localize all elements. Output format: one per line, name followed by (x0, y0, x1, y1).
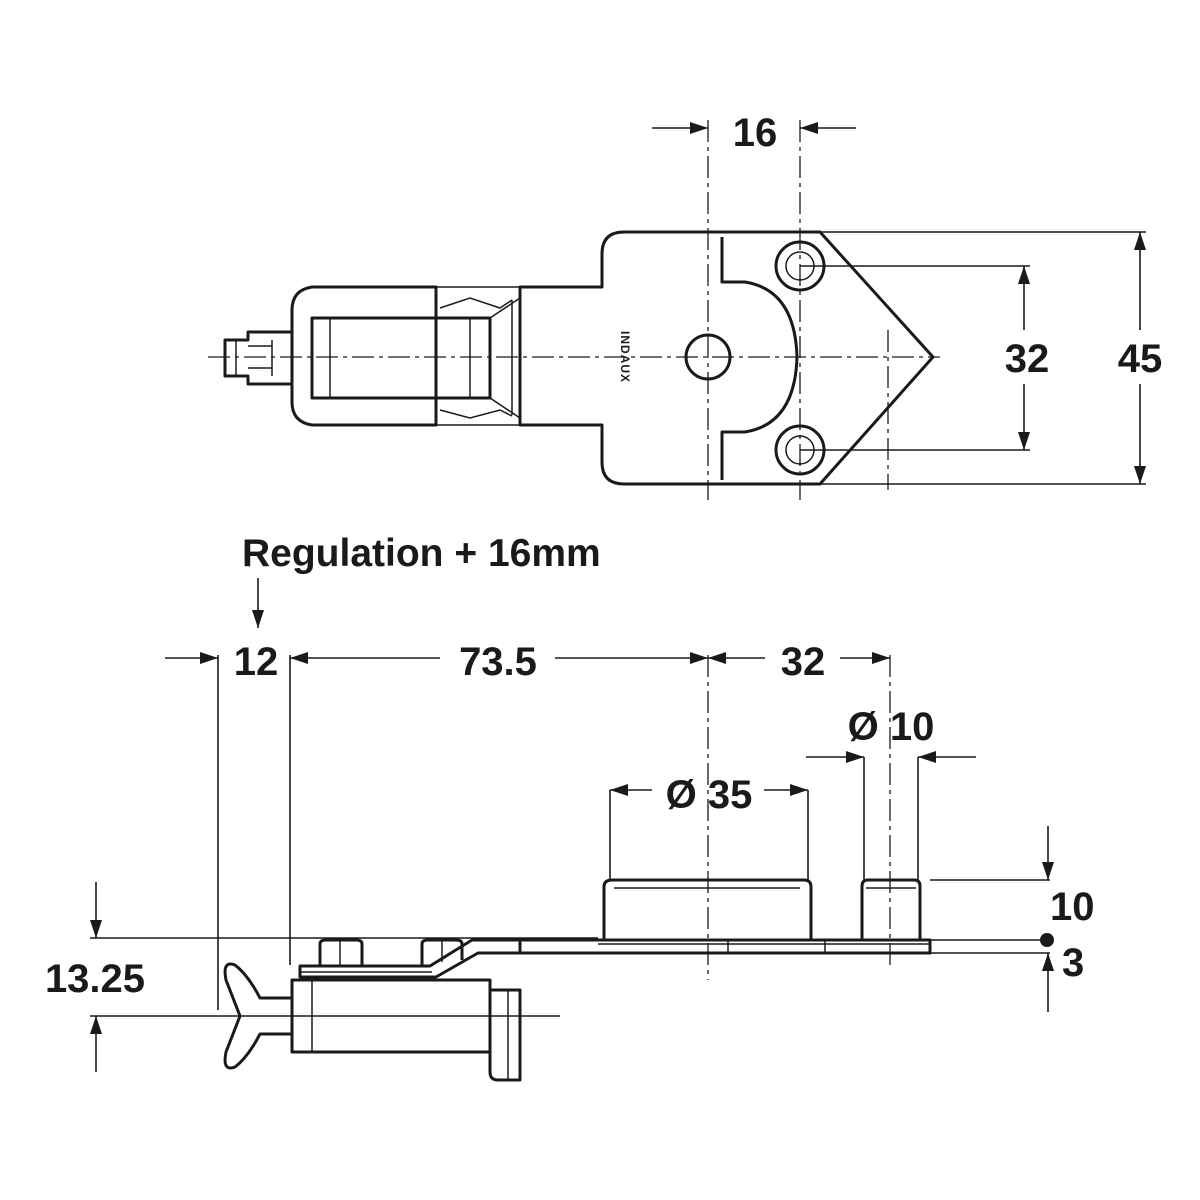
dim-32-top-label: 32 (1005, 337, 1050, 381)
dim-73-5-label: 73.5 (459, 640, 537, 684)
regulation-note: Regulation + 16mm (242, 532, 601, 575)
dim-13-25: 13.25 (45, 882, 145, 1072)
dim-45: 45 (820, 231, 1163, 485)
top-view: INDAUX 16 32 45 (208, 111, 1162, 500)
dim-32-top: 32 (800, 265, 1050, 451)
side-view: Regulation + 16mm 12 73.5 32 (45, 532, 1095, 1082)
reference-dot (1040, 933, 1054, 947)
dim-12-label: 12 (234, 640, 279, 684)
mounting-plate (518, 230, 935, 486)
dim-dia-10: Ø 10 (806, 705, 976, 880)
hinge-cup (602, 878, 813, 940)
dim-dia-10-label: Ø 10 (848, 705, 935, 749)
dim-3-label: 3 (1062, 941, 1084, 985)
dim-32-side: 32 (708, 640, 890, 684)
dim-dia-35-label: Ø 35 (666, 773, 753, 817)
arm-boss-left (318, 938, 364, 966)
adjustment-screw (223, 330, 294, 386)
mounting-flange (518, 938, 932, 955)
dim-12: 12 (165, 640, 278, 684)
side-clip (488, 988, 522, 1082)
side-screw-head (223, 962, 294, 1070)
dim-16-label: 16 (733, 111, 778, 155)
cup-centre-hole (684, 333, 732, 381)
dim-73-5: 73.5 (290, 640, 708, 684)
dowel-pin (860, 878, 922, 940)
dim-dia-35: Ø 35 (609, 773, 809, 880)
dim-16: 16 (652, 111, 856, 155)
brand-label: INDAUX (618, 331, 632, 383)
hinge-arm (290, 285, 438, 427)
dim-10-label: 10 (1050, 885, 1095, 929)
dim-10-3: 10 3 (1040, 826, 1095, 1012)
dim-45-label: 45 (1118, 337, 1163, 381)
dim-13-25-label: 13.25 (45, 957, 145, 1001)
arm-mechanism (310, 316, 492, 400)
cup-rim (720, 237, 799, 480)
dim-32-side-label: 32 (781, 640, 826, 684)
